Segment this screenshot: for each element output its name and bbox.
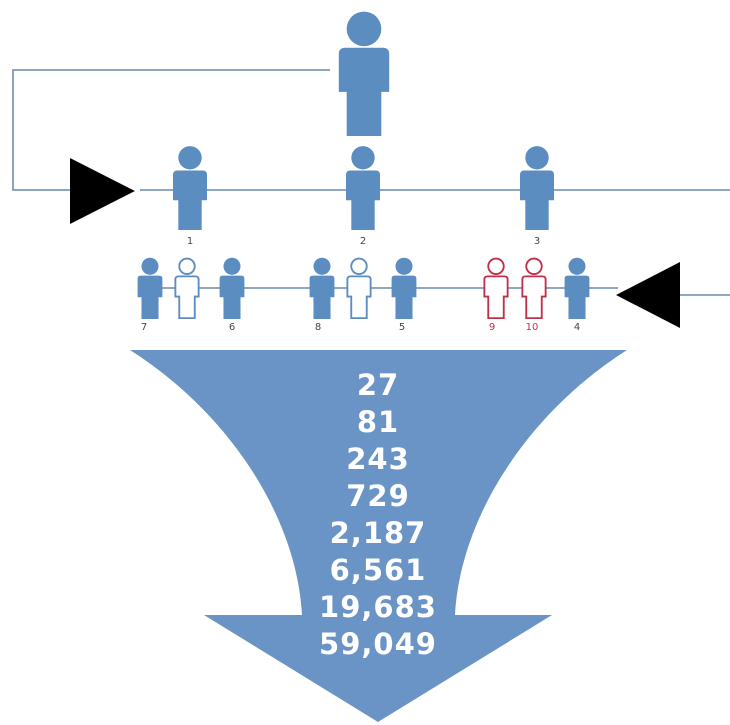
funnel-value: 81	[357, 405, 399, 439]
left-pointing-arrow-icon	[616, 262, 680, 328]
tier1-person-label: 2	[360, 236, 366, 247]
tier2-person-icon	[174, 257, 200, 319]
tier1-person-icon	[520, 146, 554, 230]
funnel-value: 19,683	[319, 590, 437, 624]
tier1-people: 1 2 3	[173, 146, 554, 247]
tier2-person-icon	[483, 257, 509, 319]
tier1-person-label: 1	[187, 236, 193, 247]
right-pointing-arrow-icon	[70, 158, 135, 224]
tier2-person-icon	[219, 257, 245, 319]
tier1-person-label: 3	[534, 236, 540, 247]
tier2-person-label: 5	[399, 322, 405, 333]
tier2-people: 7 6 8 5 9 10 4	[137, 257, 590, 333]
tier2-person-icon	[391, 257, 417, 319]
tier2-person-label: 9	[489, 322, 495, 333]
funnel-value: 59,049	[319, 627, 437, 661]
tier1-person-icon	[173, 146, 207, 230]
tier2-person-icon	[137, 257, 163, 319]
tier2-person-icon	[521, 257, 547, 319]
tier2-person-label: 6	[229, 322, 235, 333]
tier2-person-label: 7	[141, 322, 147, 333]
growth-funnel-arrow	[130, 350, 627, 722]
tier2-person-icon	[309, 257, 335, 319]
funnel-value: 2,187	[330, 516, 427, 550]
funnel-value: 729	[346, 479, 410, 513]
funnel-value: 27	[357, 368, 399, 402]
tier2-person-label: 8	[315, 322, 321, 333]
funnel-value: 6,561	[330, 553, 427, 587]
tier2-person-label: 4	[574, 322, 580, 333]
tier2-person-icon	[564, 257, 590, 319]
recruiter-person-icon	[338, 11, 390, 136]
tier2-person-label: 10	[526, 322, 539, 333]
funnel-value: 243	[346, 442, 410, 476]
tier2-person-icon	[346, 257, 372, 319]
tier1-person-icon	[346, 146, 380, 230]
loop-line-left	[12, 69, 330, 191]
